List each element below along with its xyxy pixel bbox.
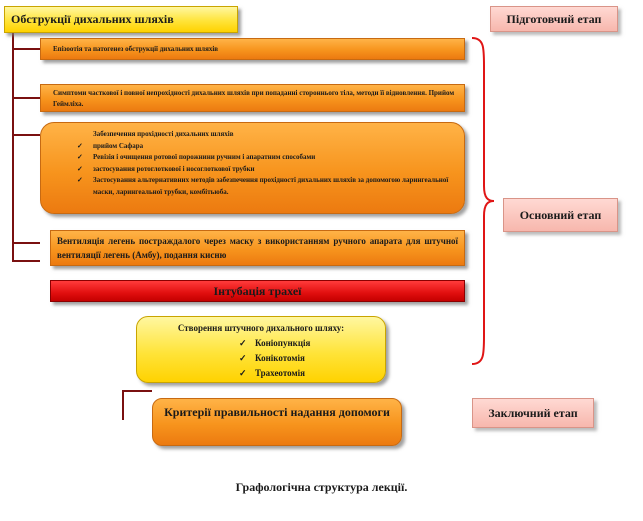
title-box-label: Обструкції дихальних шляхів [11, 12, 174, 26]
title-box: Обструкції дихальних шляхів [4, 6, 238, 33]
connector-lower-horizontal [122, 390, 152, 392]
stage-label-preparatory: Підготовчий етап [506, 11, 602, 26]
step-box-3: Забезпечення прохідності дихальних шляхі… [40, 122, 465, 214]
connector-branch-3 [12, 134, 40, 136]
connector-branch-5 [12, 260, 40, 262]
step-box-1: Епізоотія та патогенез обструкції дихаль… [40, 38, 465, 60]
list-item: застосування ротоглоткової і носоглотков… [77, 164, 454, 176]
connector-branch-1 [12, 48, 40, 50]
list-item: Конікотомія [239, 351, 385, 366]
list-item: Ревізія і очищення ротової порожнини руч… [77, 152, 454, 164]
step-box-2: Симптоми часткової і повної непрохідност… [40, 84, 465, 112]
step-box-6: Створення штучного дихального шляху: Кон… [136, 316, 386, 383]
connector-branch-4 [12, 242, 40, 244]
list-item: Трахеотомія [239, 366, 385, 381]
step-label-6: Створення штучного дихального шляху: [177, 323, 345, 333]
step-label-2: Симптоми часткової і повної непрохідност… [53, 89, 455, 108]
step-box-7: Критерії правильності надання допомоги [152, 398, 402, 446]
step-label-1: Епізоотія та патогенез обструкції дихаль… [53, 45, 219, 53]
connector-lower-vertical [122, 390, 124, 420]
step-box-5: Інтубація трахеї [50, 280, 465, 302]
step-label-5: Інтубація трахеї [213, 284, 302, 298]
step-label-3: Забезпечення прохідності дихальних шляхі… [93, 130, 234, 138]
diagram-caption: Графологічна структура лекції. [235, 480, 408, 494]
list-item: прийом Сафара [77, 141, 454, 153]
step-label-7: Критерії правильності надання допомоги [164, 405, 390, 419]
main-stage-brace [471, 37, 495, 365]
step-box-4: Вентиляція легень постраждалого через ма… [50, 230, 465, 266]
airway-methods-list: прийом Сафара Ревізія і очищення ротової… [77, 141, 454, 199]
artificial-airway-list: Коніопункція Конікотомія Трахеотомія [239, 336, 385, 381]
list-item: Застосування альтернативних методів забе… [77, 175, 454, 198]
stage-label-main: Основний етап [519, 207, 602, 222]
step-label-4: Вентиляція легень постраждалого через ма… [57, 236, 458, 260]
connector-branch-2 [12, 97, 40, 99]
stage-main: Основний етап [503, 198, 618, 232]
stage-preparatory: Підготовчий етап [490, 6, 618, 32]
list-item: Коніопункція [239, 336, 385, 351]
connector-trunk [12, 33, 14, 262]
stage-label-final: Заключний етап [488, 405, 578, 420]
stage-final: Заключний етап [472, 398, 594, 428]
